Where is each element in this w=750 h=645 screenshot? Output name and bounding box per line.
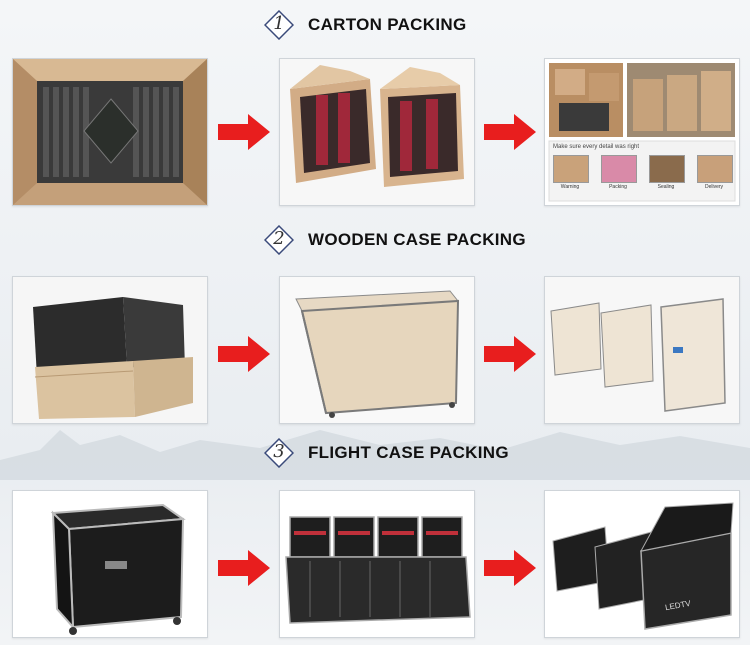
arrow-right-icon bbox=[484, 336, 536, 372]
background-skyline bbox=[0, 430, 750, 480]
wooden-base-photo bbox=[12, 276, 208, 424]
arrow-right-icon bbox=[218, 336, 270, 372]
section-heading: 2 WOODEN CASE PACKING bbox=[264, 225, 526, 255]
flow-step-label: Sealing bbox=[657, 184, 675, 190]
flight-case-closed-photo bbox=[12, 490, 208, 638]
section-heading: 3 FLIGHT CASE PACKING bbox=[264, 438, 509, 468]
section-title: FLIGHT CASE PACKING bbox=[308, 443, 509, 462]
arrow-right-icon bbox=[484, 550, 536, 586]
warehouse-flow-photo: Make sure every detail was right Warning… bbox=[544, 58, 740, 206]
flow-step-packing bbox=[601, 155, 637, 183]
carton-open-photo bbox=[12, 58, 208, 206]
flow-step-label: Warning bbox=[560, 184, 580, 190]
flight-cases-row-photo: LEDTV bbox=[544, 490, 740, 638]
section-number: 2 bbox=[273, 228, 285, 249]
section-number: 3 bbox=[273, 441, 285, 462]
wooden-cases-row-photo bbox=[544, 276, 740, 424]
flow-steps: Warning Packing Sealing Delivery bbox=[551, 155, 733, 199]
flow-step-label: Delivery bbox=[704, 184, 724, 190]
diamond-number-icon: 3 bbox=[264, 438, 294, 468]
flow-step-label: Packing bbox=[609, 184, 627, 190]
arrow-right-icon bbox=[484, 114, 536, 150]
diamond-number-icon: 1 bbox=[264, 10, 294, 40]
carton-pair-photo bbox=[279, 58, 475, 206]
arrow-right-icon bbox=[218, 550, 270, 586]
arrow-right-icon bbox=[218, 114, 270, 150]
wooden-case-closed-photo bbox=[279, 276, 475, 424]
section-title: WOODEN CASE PACKING bbox=[308, 230, 526, 249]
flow-step-sealing bbox=[649, 155, 685, 183]
flow-step-warning bbox=[553, 155, 589, 183]
flight-cases-open-photo bbox=[279, 490, 475, 638]
flow-step-delivery bbox=[697, 155, 733, 183]
diamond-number-icon: 2 bbox=[264, 225, 294, 255]
section-heading: 1 CARTON PACKING bbox=[264, 10, 466, 40]
section-title: CARTON PACKING bbox=[308, 15, 467, 34]
section-number: 1 bbox=[273, 13, 285, 34]
flow-note: Make sure every detail was right bbox=[553, 144, 640, 150]
